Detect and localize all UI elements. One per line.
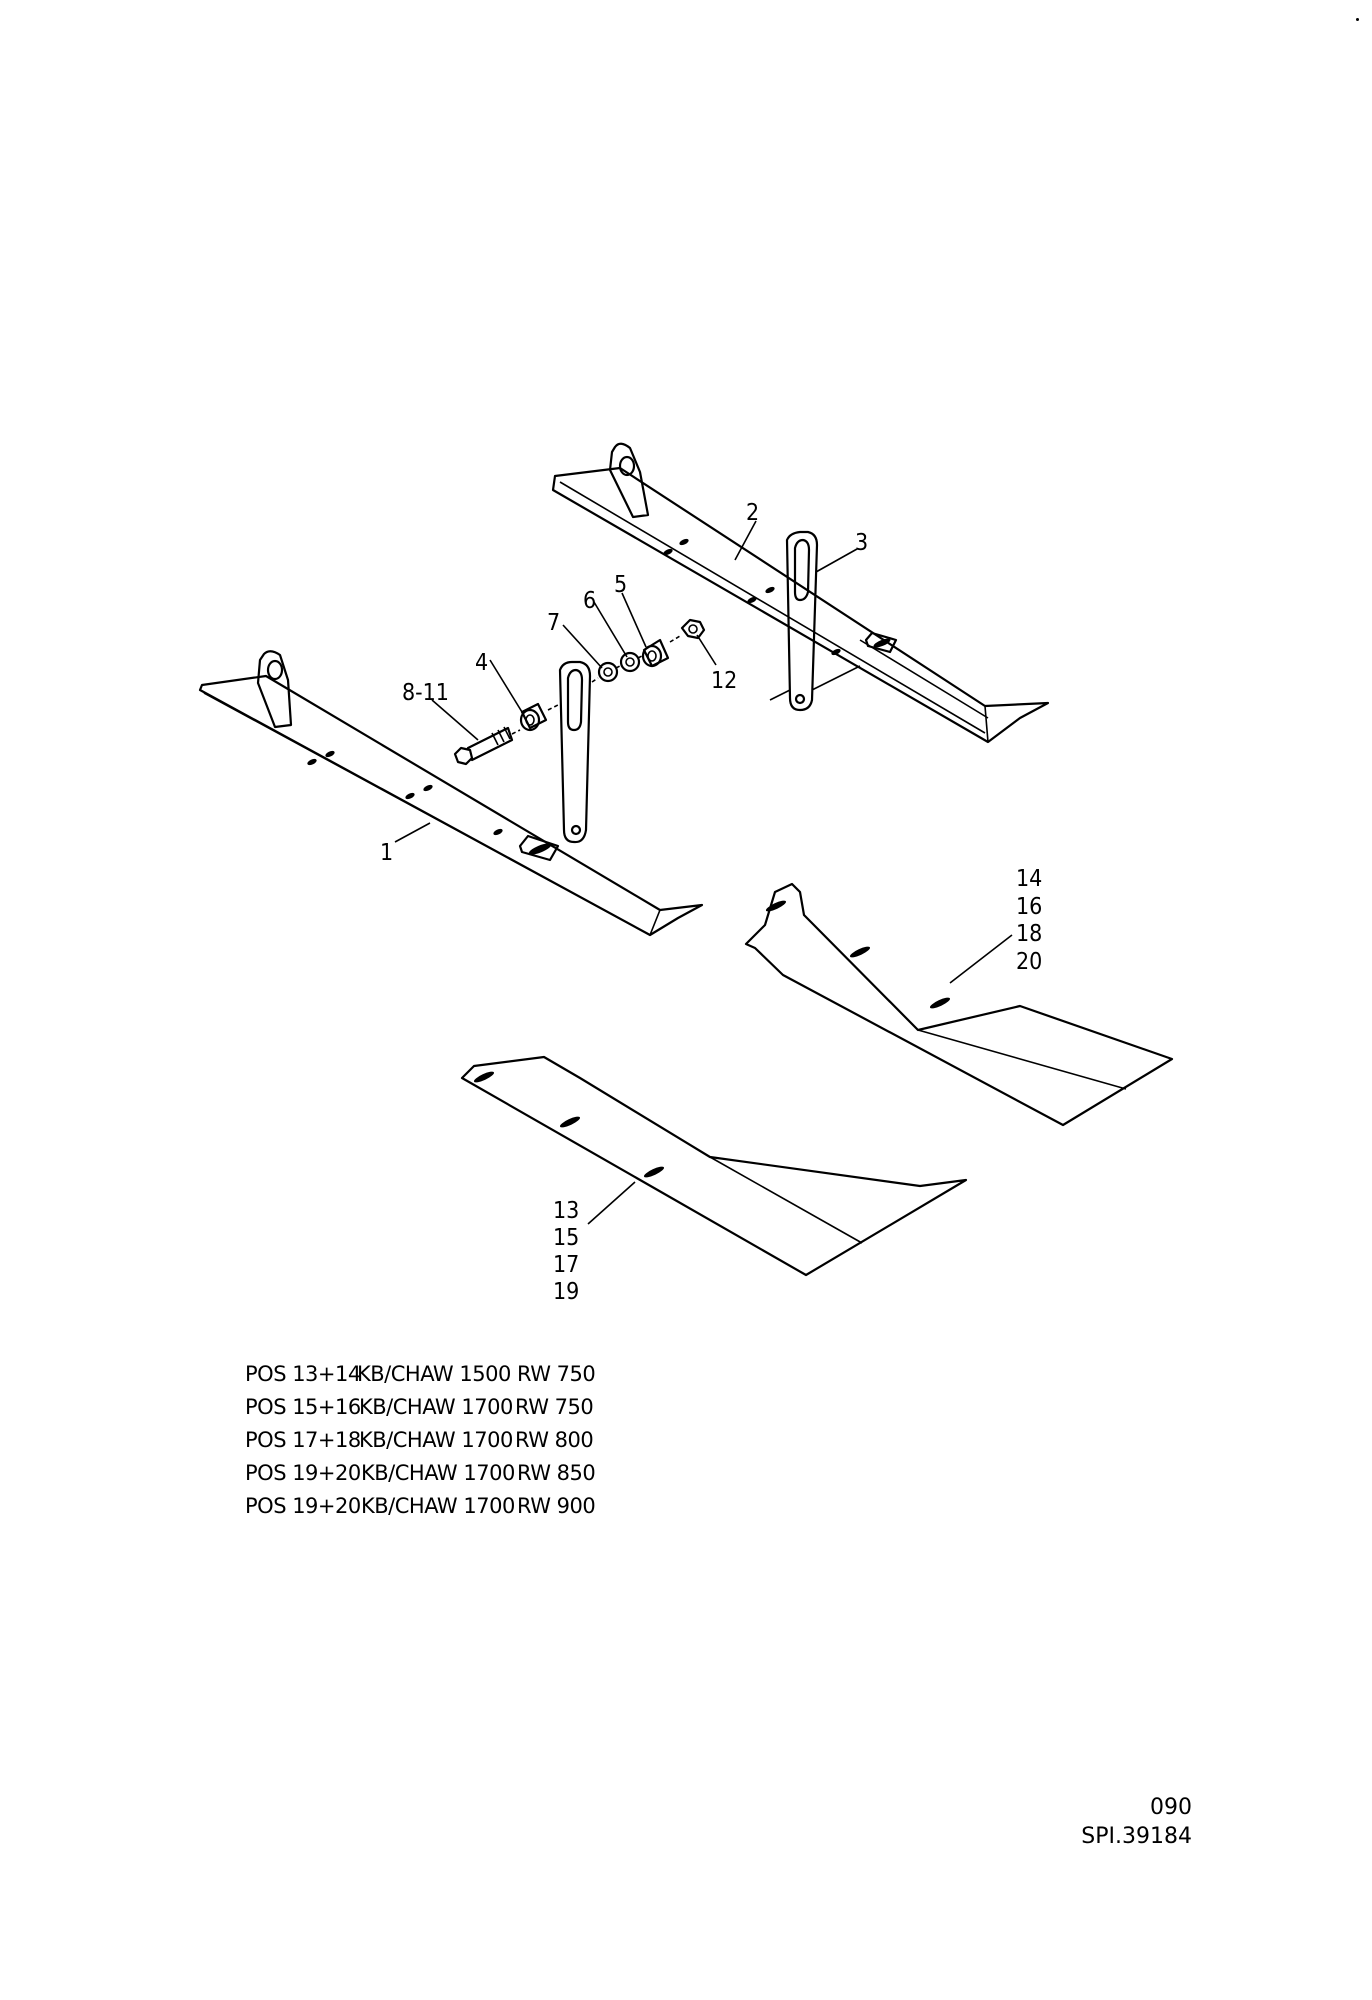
callout-7: 7 (547, 610, 560, 636)
callout-4: 4 (475, 650, 488, 676)
legend-rw: RW 750 (515, 1395, 594, 1419)
callout-1: 1 (380, 840, 393, 866)
callout-2: 2 (746, 500, 759, 526)
legend-kb: KB/CHAW 1700 (361, 1461, 515, 1485)
cover-plate-odd (460, 1055, 968, 1277)
callout-8-11: 8-11 (402, 680, 449, 706)
rail-part-1 (198, 650, 704, 937)
callout-5: 5 (614, 572, 627, 598)
legend-kb: KB/CHAW 1700 (359, 1428, 513, 1452)
strap-part-3 (769, 530, 861, 712)
callout-18: 18 (1016, 921, 1042, 947)
legend-kb: KB/CHAW 1700 (361, 1494, 515, 1518)
legend-pos: POS 17+18 (245, 1428, 361, 1452)
drawing-reference: SPI.39184 (1081, 1824, 1192, 1849)
callout-13: 13 (553, 1198, 579, 1224)
legend-pos: POS 15+16 (245, 1395, 361, 1419)
legend-rw: RW 850 (517, 1461, 596, 1485)
drawing-footer: 090 SPI.39184 (1081, 1793, 1192, 1851)
callout-6: 6 (583, 588, 596, 614)
callout-15: 15 (553, 1225, 579, 1251)
legend-kb: KB/CHAW 1700 (359, 1395, 513, 1419)
callout-3: 3 (855, 530, 868, 556)
leader-lines (394, 520, 1013, 1225)
legend-pos: POS 19+20 (245, 1494, 361, 1518)
callout-19: 19 (553, 1279, 579, 1305)
callout-12: 12 (711, 668, 737, 694)
legend-pos: POS 19+20 (245, 1461, 361, 1485)
rail-part-2 (551, 442, 1050, 744)
callout-17: 17 (553, 1252, 579, 1278)
legend-pos: POS 13+14 (245, 1362, 361, 1386)
callout-20: 20 (1016, 949, 1042, 975)
corner-mark (1356, 18, 1359, 21)
callout-labels: 1 2 3 4 5 6 7 8-11 12 14 16 18 20 13 15 … (380, 500, 1042, 1305)
strap-front (558, 660, 592, 844)
legend-rw: RW 900 (517, 1494, 596, 1518)
fastener-stack (453, 618, 706, 766)
page-number: 090 (1150, 1795, 1192, 1820)
callout-16: 16 (1016, 894, 1042, 920)
callout-14: 14 (1016, 866, 1042, 892)
legend-rw: RW 800 (515, 1428, 594, 1452)
cover-plate-even (744, 882, 1174, 1127)
legend-kb: KB/CHAW 1500 (357, 1362, 511, 1386)
legend-rw: RW 750 (517, 1362, 596, 1386)
